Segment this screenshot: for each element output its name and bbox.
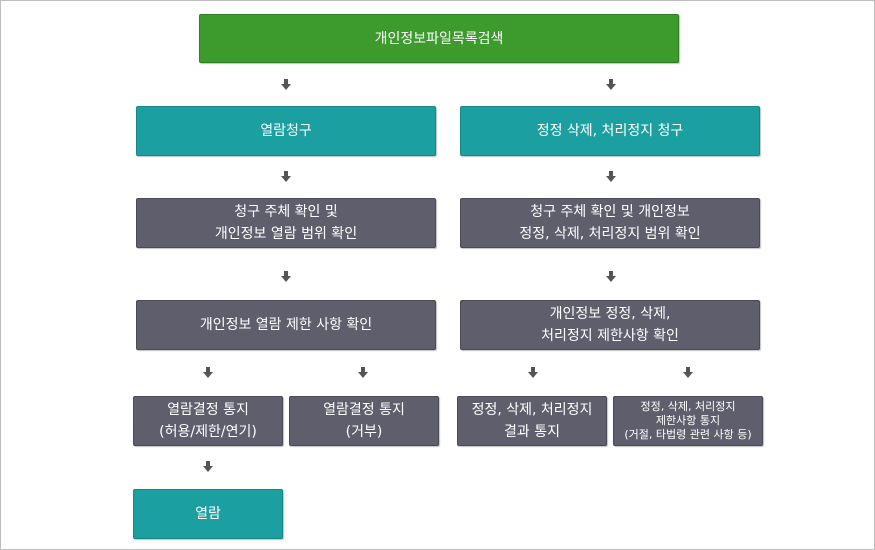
title-label: 개인정보파일목록검색	[374, 30, 504, 47]
correction-verify-box[interactable]: 청구 주체 확인 및 개인정보 정정, 삭제, 처리정지 범위 확인	[460, 198, 760, 248]
view-restriction-label: 개인정보 열람 제한 사항 확인	[199, 317, 373, 333]
view-decision-allow-line1: 열람결정 통지	[167, 402, 249, 418]
correction-notice-line3: (거절, 타법령 관련 사항 등)	[624, 428, 752, 441]
correction-result-box[interactable]: 정정, 삭제, 처리정지 결과 통지	[457, 396, 607, 446]
view-decision-allow-box[interactable]: 열람결정 통지 (허용/제한/연기)	[133, 396, 283, 446]
title-box[interactable]: 개인정보파일목록검색	[199, 14, 679, 63]
correction-result-line2: 결과 통지	[504, 424, 560, 440]
arrow-down-icon	[528, 367, 538, 379]
arrow-down-icon	[606, 79, 616, 91]
arrow-down-icon	[606, 271, 616, 283]
arrow-down-icon	[203, 461, 213, 473]
arrow-down-icon	[203, 367, 213, 379]
correction-notice-line2: 제한사항 통지	[655, 414, 721, 427]
correction-request-label: 정정 삭제, 처리정지 청구	[536, 123, 684, 139]
arrow-down-icon	[281, 79, 291, 91]
correction-notice-box[interactable]: 정정, 삭제, 처리정지 제한사항 통지 (거절, 타법령 관련 사항 등)	[613, 396, 763, 446]
correction-restriction-line1: 개인정보 정정, 삭제,	[549, 306, 671, 322]
view-request-label: 열람청구	[260, 123, 312, 139]
arrow-down-icon	[683, 367, 693, 379]
arrow-down-icon	[281, 271, 291, 283]
correction-verify-line1: 청구 주체 확인 및 개인정보	[530, 204, 690, 220]
view-verify-line2: 개인정보 열람 범위 확인	[214, 226, 358, 242]
view-verify-line1: 청구 주체 확인 및	[234, 204, 338, 220]
correction-notice-line1: 정정, 삭제, 처리정지	[640, 400, 736, 413]
correction-restriction-line2: 처리정지 제한사항 확인	[541, 328, 679, 344]
view-restriction-box[interactable]: 개인정보 열람 제한 사항 확인	[136, 300, 436, 350]
view-decision-deny-box[interactable]: 열람결정 통지 (거부)	[289, 396, 439, 446]
arrow-down-icon	[606, 171, 616, 183]
correction-result-line1: 정정, 삭제, 처리정지	[471, 402, 593, 418]
view-decision-deny-line1: 열람결정 통지	[323, 402, 405, 418]
view-decision-allow-line2: (허용/제한/연기)	[159, 424, 257, 440]
view-decision-deny-line2: (거부)	[345, 424, 383, 440]
correction-restriction-box[interactable]: 개인정보 정정, 삭제, 처리정지 제한사항 확인	[460, 300, 760, 350]
correction-verify-line2: 정정, 삭제, 처리정지 범위 확인	[519, 226, 701, 242]
view-request-box[interactable]: 열람청구	[136, 106, 436, 156]
arrow-down-icon	[281, 171, 291, 183]
view-final-label: 열람	[195, 506, 221, 522]
view-verify-box[interactable]: 청구 주체 확인 및 개인정보 열람 범위 확인	[136, 198, 436, 248]
view-final-box[interactable]: 열람	[133, 489, 283, 539]
correction-request-box[interactable]: 정정 삭제, 처리정지 청구	[460, 106, 760, 156]
arrow-down-icon	[358, 367, 368, 379]
